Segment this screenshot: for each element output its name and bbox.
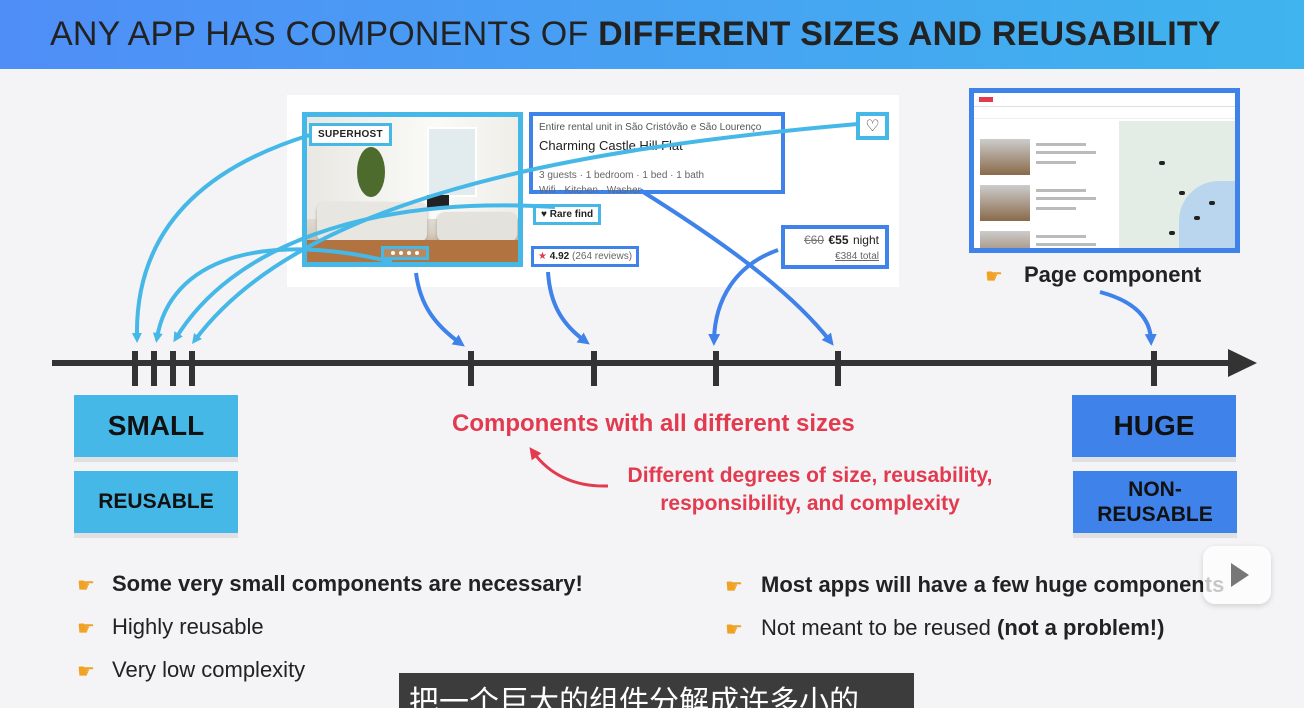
bullet-right-1: Most apps will have a few huge component… (761, 572, 1225, 597)
header-banner: ANY APP HAS COMPONENTS OF DIFFERENT SIZE… (0, 0, 1304, 69)
page-component-label: Page component (1024, 262, 1202, 287)
middle-title: Components with all different sizes (452, 410, 855, 437)
map-thumbnail (1119, 121, 1235, 248)
reusable-box: REUSABLE (74, 471, 238, 533)
bullet-left-3: Very low complexity (112, 657, 306, 682)
price-unit: night (852, 233, 879, 247)
middle-subtitle-line1: Different degrees of size, reusability, (627, 464, 993, 487)
rating-value: 4.92 (549, 251, 570, 262)
red-curved-arrow (529, 447, 609, 488)
bullet-left-1: Some very small components are necessary… (112, 571, 583, 596)
rare-find-badge: ♥ Rare find (533, 204, 602, 225)
price-old: €60 (804, 233, 825, 247)
bullet-right-2: Not meant to be reused (not a problem!) (761, 615, 1164, 641)
timeline-arrowhead (1228, 349, 1257, 377)
non-reusable-box: NON- REUSABLE (1073, 471, 1237, 533)
medium-component-arrows (414, 188, 1157, 347)
small-component-arrows (131, 122, 859, 344)
huge-box: HUGE (1072, 395, 1236, 457)
page-title: ANY APP HAS COMPONENTS OF DIFFERENT SIZE… (50, 15, 1221, 54)
superhost-badge: SUPERHOST (309, 123, 392, 146)
bullet-right-2-prefix: Not meant to be reused (761, 615, 998, 640)
non-reusable-line1: NON- (1128, 478, 1182, 501)
timeline-ticks (132, 351, 1157, 386)
gem-icon: ♥ (541, 209, 547, 220)
bullet-right-2-bold: (not a problem!) (997, 615, 1165, 640)
pointing-hand-icon: ☛ (985, 266, 1003, 288)
pointing-hand-icon: ☛ (77, 575, 95, 597)
price-new: €55 (828, 233, 849, 247)
middle-subtitle: Different degrees of size, reusability, … (610, 462, 1010, 518)
pointing-hand-icon: ☛ (77, 661, 95, 683)
middle-subtitle-line2: responsibility, and complexity (660, 492, 960, 515)
pointing-hand-icon: ☛ (725, 576, 743, 598)
listing-meta: 3 guests · 1 bedroom · 1 bed · 1 bath (539, 170, 705, 181)
listing-card: SUPERHOST Entire rental unit in São Cris… (287, 95, 899, 287)
listing-amenities: Wifi · Kitchen · Washer (539, 185, 641, 196)
pointing-hand-icon: ☛ (725, 619, 743, 641)
title-prefix: ANY APP HAS COMPONENTS OF (50, 15, 599, 53)
rare-find-label: Rare find (549, 209, 594, 220)
review-count: (264 reviews) (572, 251, 633, 262)
title-bold: DIFFERENT SIZES AND REUSABILITY (598, 15, 1221, 53)
play-icon[interactable] (1203, 546, 1271, 604)
video-subtitle: 把一个巨大的组件分解成许多小的 (399, 673, 914, 708)
star-icon: ★ (538, 251, 547, 262)
non-reusable-line2: REUSABLE (1097, 503, 1213, 526)
price: €60 €55 night €384 total (781, 225, 889, 269)
rating: ★ 4.92 (264 reviews) (531, 246, 640, 267)
price-total[interactable]: €384 total (835, 251, 879, 262)
bullet-left-2: Highly reusable (112, 614, 264, 639)
carousel-dots (381, 246, 429, 260)
pointing-hand-icon: ☛ (77, 618, 95, 640)
page-screenshot (969, 88, 1240, 253)
small-box: SMALL (74, 395, 238, 457)
listing-subtitle: Entire rental unit in São Cristóvão e Sã… (539, 122, 762, 133)
